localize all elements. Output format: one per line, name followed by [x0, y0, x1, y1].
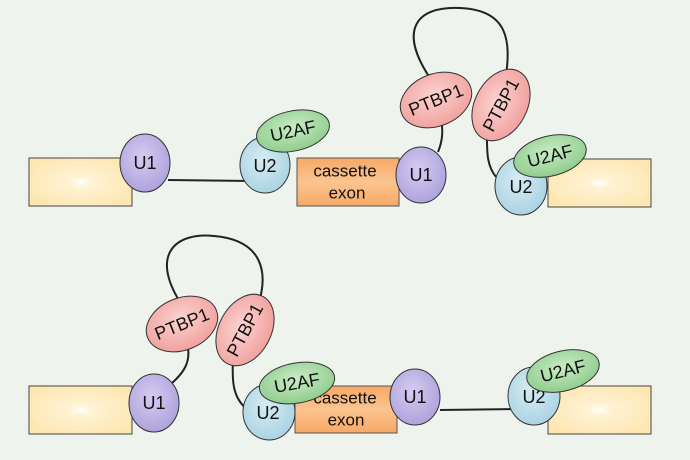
cassette-exon-label-line2: exon — [329, 184, 366, 203]
top-panel: cassette exon U1 U2 U2AF U1 PTBP1 PTBP1 … — [28, 6, 652, 216]
ptbp1-left — [145, 295, 219, 353]
u2-label: U2 — [253, 156, 276, 176]
u2af-downstream — [513, 134, 587, 178]
u2-label: U2 — [509, 177, 532, 197]
u2af-downstream — [526, 349, 600, 393]
u2-label: U2 — [522, 387, 545, 407]
u1-snrnp-cassette — [395, 146, 447, 204]
u1-label: U1 — [409, 165, 432, 185]
u1-label: U1 — [133, 153, 156, 173]
bottom-panel: cassette exon U1 U2 U2AF U1 PTBP1 PTBP1 … — [28, 234, 652, 441]
upstream-exon — [28, 157, 133, 207]
u1-label: U1 — [403, 387, 426, 407]
intron-line — [439, 408, 519, 411]
ptbp1-loop — [412, 6, 509, 83]
ptbp1-left — [399, 71, 473, 129]
u1-snrnp-upstream — [128, 373, 180, 433]
ptbp1-right — [471, 68, 531, 142]
cassette-exon — [296, 157, 400, 207]
u2-label: U2 — [256, 403, 279, 423]
u1-snrnp-cassette — [389, 368, 441, 426]
u2af-cassette — [258, 361, 336, 405]
downstream-exon — [547, 385, 652, 435]
u1-label: U1 — [142, 393, 165, 413]
upstream-exon — [28, 385, 133, 435]
u2af-cassette — [256, 109, 330, 153]
ptbp1-loop — [166, 234, 264, 309]
cassette-exon-label-line2: exon — [328, 411, 365, 430]
cassette-exon-label-line1: cassette — [313, 389, 376, 408]
cassette-exon-label-line1: cassette — [313, 162, 376, 181]
u1-snrnp-upstream — [119, 133, 171, 193]
ptbp1-right — [215, 293, 275, 367]
intron-line — [167, 179, 253, 182]
